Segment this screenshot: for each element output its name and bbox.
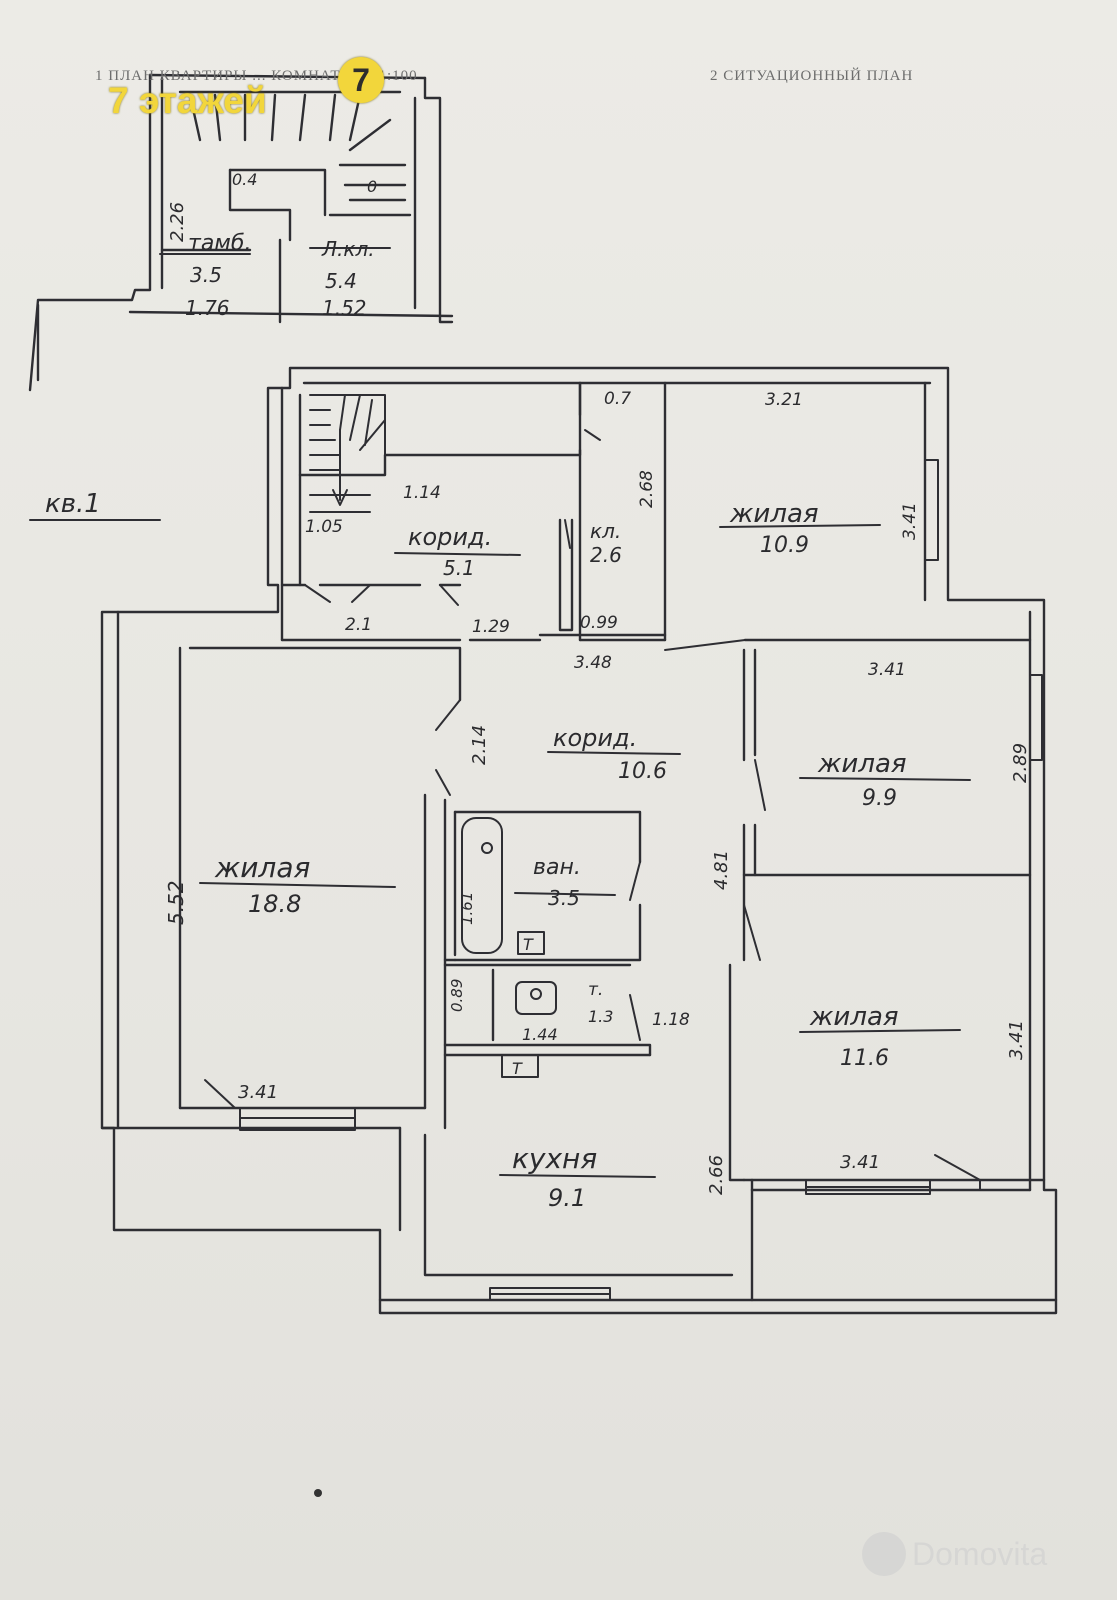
dim-5-52: 5.52 — [164, 880, 188, 925]
lk-width: 1.52 — [322, 296, 367, 320]
room-bath-area: 3.5 — [548, 886, 580, 910]
dim-2-89: 2.89 — [1010, 743, 1031, 783]
room-corridor-main-label: корид. — [553, 724, 637, 752]
situation-header: 2 СИТУАЦИОННЫЙ ПЛАН — [710, 67, 913, 84]
apartment-outer-walls — [100, 366, 1058, 1315]
ink-spot — [314, 1489, 322, 1497]
dim-3-48: 3.48 — [574, 653, 612, 673]
room-corridor-top-label: корид. — [408, 523, 492, 551]
stairs — [309, 394, 386, 513]
room-pantry-area: 2.6 — [590, 543, 622, 567]
dim-1-44: 1.44 — [522, 1025, 558, 1044]
dim-3-41-se: 3.41 — [1006, 1020, 1027, 1060]
room-toilet-label: т. — [588, 980, 603, 1000]
dim-0-7: 0.7 — [604, 389, 631, 409]
room-living-ne-label: жилая — [729, 499, 819, 529]
room-living-w-area: 18.8 — [248, 890, 301, 918]
door-swings — [204, 429, 981, 1191]
lk-label: Л.кл. — [321, 237, 375, 261]
dim-1-05: 1.05 — [305, 517, 343, 537]
dim-1-18: 1.18 — [652, 1010, 690, 1030]
watermark-text: Domovita — [912, 1535, 1048, 1572]
room-living-w-label: жилая — [214, 851, 310, 884]
dim-0-99: 0.99 — [580, 613, 618, 633]
domovita-logo-icon — [862, 1532, 906, 1576]
heater-mark: T — [512, 1059, 523, 1078]
dim-vest-stair: 0 — [367, 177, 377, 196]
lk-area: 5.4 — [325, 269, 357, 293]
room-toilet-area: 1.3 — [588, 1007, 613, 1026]
dim-3-21: 3.21 — [765, 390, 803, 410]
dim-2-1: 2.1 — [345, 615, 372, 635]
room-living-e-area: 9.9 — [862, 786, 897, 811]
room-living-se-label: жилая — [809, 1002, 899, 1032]
room-living-ne-area: 10.9 — [760, 533, 809, 558]
logo-text: 7 этажей — [108, 80, 267, 121]
room-kitchen-area: 9.1 — [548, 1184, 586, 1212]
room-pantry-label: кл. — [590, 519, 621, 543]
dim-2-68: 2.68 — [637, 470, 657, 508]
dim-vest-top: 0.4 — [232, 170, 257, 189]
room-corridor-main-area: 10.6 — [618, 759, 667, 784]
tamb-label: тамб. — [188, 231, 251, 256]
dim-1-61: 1.61 — [458, 892, 476, 925]
room-corridor-top-area: 5.1 — [443, 556, 475, 580]
apartment-label: кв.1 — [45, 489, 101, 519]
dim-3-41-w: 3.41 — [238, 1082, 278, 1103]
dim-1-14: 1.14 — [403, 483, 441, 503]
tamb-width: 1.76 — [185, 296, 230, 320]
label-underlines — [29, 247, 971, 1178]
windows — [239, 459, 1043, 1301]
dim-2-14: 2.14 — [469, 725, 490, 765]
bath-fixtures — [461, 817, 557, 1078]
room-bath-label: ван. — [533, 855, 581, 880]
dim-2-66: 2.66 — [706, 1155, 727, 1195]
sink-mark: T — [523, 935, 534, 954]
room-kitchen-label: кухня — [512, 1142, 597, 1175]
dim-3-41-e-top: 3.41 — [868, 660, 906, 680]
dim-vest-left: 2.26 — [167, 202, 188, 242]
interior-walls — [178, 381, 1046, 1277]
dim-0-89: 0.89 — [448, 979, 466, 1012]
dim-3-41-s: 3.41 — [840, 1152, 880, 1173]
dim-3-41-ne: 3.41 — [900, 502, 920, 540]
watermark: Domovita — [862, 1532, 1047, 1576]
room-living-se-area: 11.6 — [840, 1046, 889, 1071]
dim-1-29: 1.29 — [472, 617, 510, 637]
tamb-area: 3.5 — [190, 263, 222, 287]
plan-header: 1 ПЛАН КВАРТИРЫ ... КОМНАТЫ М 1:100 — [95, 68, 418, 84]
room-living-e-label: жилая — [817, 749, 907, 779]
logo-badge: 7 — [338, 57, 384, 103]
dim-4-81: 4.81 — [711, 850, 732, 890]
